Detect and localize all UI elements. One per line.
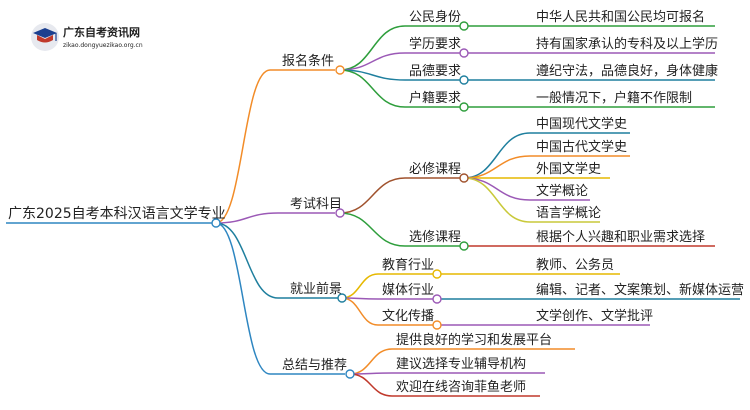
sub-label-2-0: 教育行业 (382, 257, 434, 273)
node-connector-dot (211, 218, 221, 228)
leaf-label-0-2-0: 遵纪守法，品德良好，身体健康 (536, 63, 718, 79)
site-logo: 广东自考资讯网 zikao.dongyuezikao.org.cn (31, 23, 143, 51)
connector-line (339, 25, 406, 71)
connector-line (339, 212, 406, 247)
connector-line (341, 297, 379, 326)
branch-label-1: 考试科目 (290, 197, 342, 212)
sub-label-0-2: 品德要求 (409, 64, 461, 79)
graduation-cap-icon (31, 23, 59, 51)
connector-line (463, 177, 531, 223)
mindmap-nodes: 广东2025自考本科汉语言文学专业 报名条件 公民身份 中华人民共和国公民均可报名学历… (8, 9, 744, 395)
node-connector-dot (459, 173, 469, 183)
node-connector-dot (459, 241, 469, 251)
leaf-label-2-0-0: 教师、公务员 (536, 257, 614, 273)
connector-line (339, 69, 406, 108)
leaf-label-0-3-0: 一般情况下，户籍不作限制 (536, 90, 692, 106)
node-connector-dot (459, 102, 469, 112)
sub-label-2-1: 媒体行业 (382, 283, 434, 298)
node-connector-dot (335, 65, 345, 75)
sub-label-3-2: 欢迎在线咨询菲鱼老师 (396, 379, 526, 395)
node-connector-dot (432, 320, 442, 330)
node-connector-dot (335, 208, 345, 218)
node-connector-dot (432, 269, 442, 279)
leaf-label-2-2-0: 文学创作、文学批评 (536, 308, 653, 324)
logo-title: 广东自考资讯网 (63, 25, 140, 39)
leaf-label-1-0-1: 中国古代文学史 (536, 139, 627, 155)
connector-line (339, 52, 406, 71)
branch-label-2: 就业前景 (290, 281, 342, 297)
leaf-label-1-0-4: 语言学概论 (536, 205, 601, 221)
connector-line (463, 155, 531, 179)
leaf-label-0-1-0: 持有国家承认的专科及以上学历 (536, 36, 718, 52)
branch-label-0: 报名条件 (282, 53, 334, 69)
leaf-label-1-0-3: 文学概论 (536, 183, 588, 199)
sub-label-2-2: 文化传播 (382, 309, 434, 324)
leaf-label-1-0-2: 外国文学史 (536, 161, 601, 177)
sub-label-0-0: 公民身份 (409, 9, 461, 25)
connector-line (215, 69, 271, 224)
sub-label-1-1: 选修课程 (409, 230, 461, 245)
leaf-label-2-1-0: 编辑、记者、文案策划、新媒体运营 (536, 282, 744, 298)
node-connector-dot (459, 21, 469, 31)
leaf-label-1-1-0: 根据个人兴趣和职业需求选择 (536, 230, 705, 245)
sub-label-0-3: 户籍要求 (409, 90, 461, 106)
connector-line (215, 222, 279, 299)
sub-label-0-1: 学历要求 (409, 36, 461, 52)
branch-label-3: 总结与推荐 (282, 358, 347, 373)
connector-line (339, 177, 406, 214)
node-connector-dot (459, 48, 469, 58)
connector-line (463, 132, 531, 179)
sub-label-3-0: 提供良好的学习和发展平台 (396, 332, 552, 348)
node-connector-dot (337, 293, 347, 303)
mindmap-links (6, 25, 740, 397)
connector-line (463, 177, 531, 201)
node-connector-dot (459, 75, 469, 85)
leaf-label-1-0-0: 中国现代文学史 (536, 116, 627, 132)
connector-line (341, 273, 379, 299)
sub-label-1-0: 必修课程 (409, 162, 461, 177)
leaf-label-0-0-0: 中华人民共和国公民均可报名 (536, 9, 705, 25)
connector-line (349, 373, 393, 397)
connector-line (349, 348, 393, 375)
logo-subtitle: zikao.dongyuezikao.org.cn (63, 42, 143, 49)
sub-label-3-1: 建议选择专业辅导机构 (396, 357, 526, 372)
connector-line (215, 222, 271, 375)
node-connector-dot (345, 369, 355, 379)
connector-line (215, 212, 279, 224)
node-connector-dot (432, 294, 442, 304)
root-node-label: 广东2025自考本科汉语言文学专业 (8, 206, 226, 222)
